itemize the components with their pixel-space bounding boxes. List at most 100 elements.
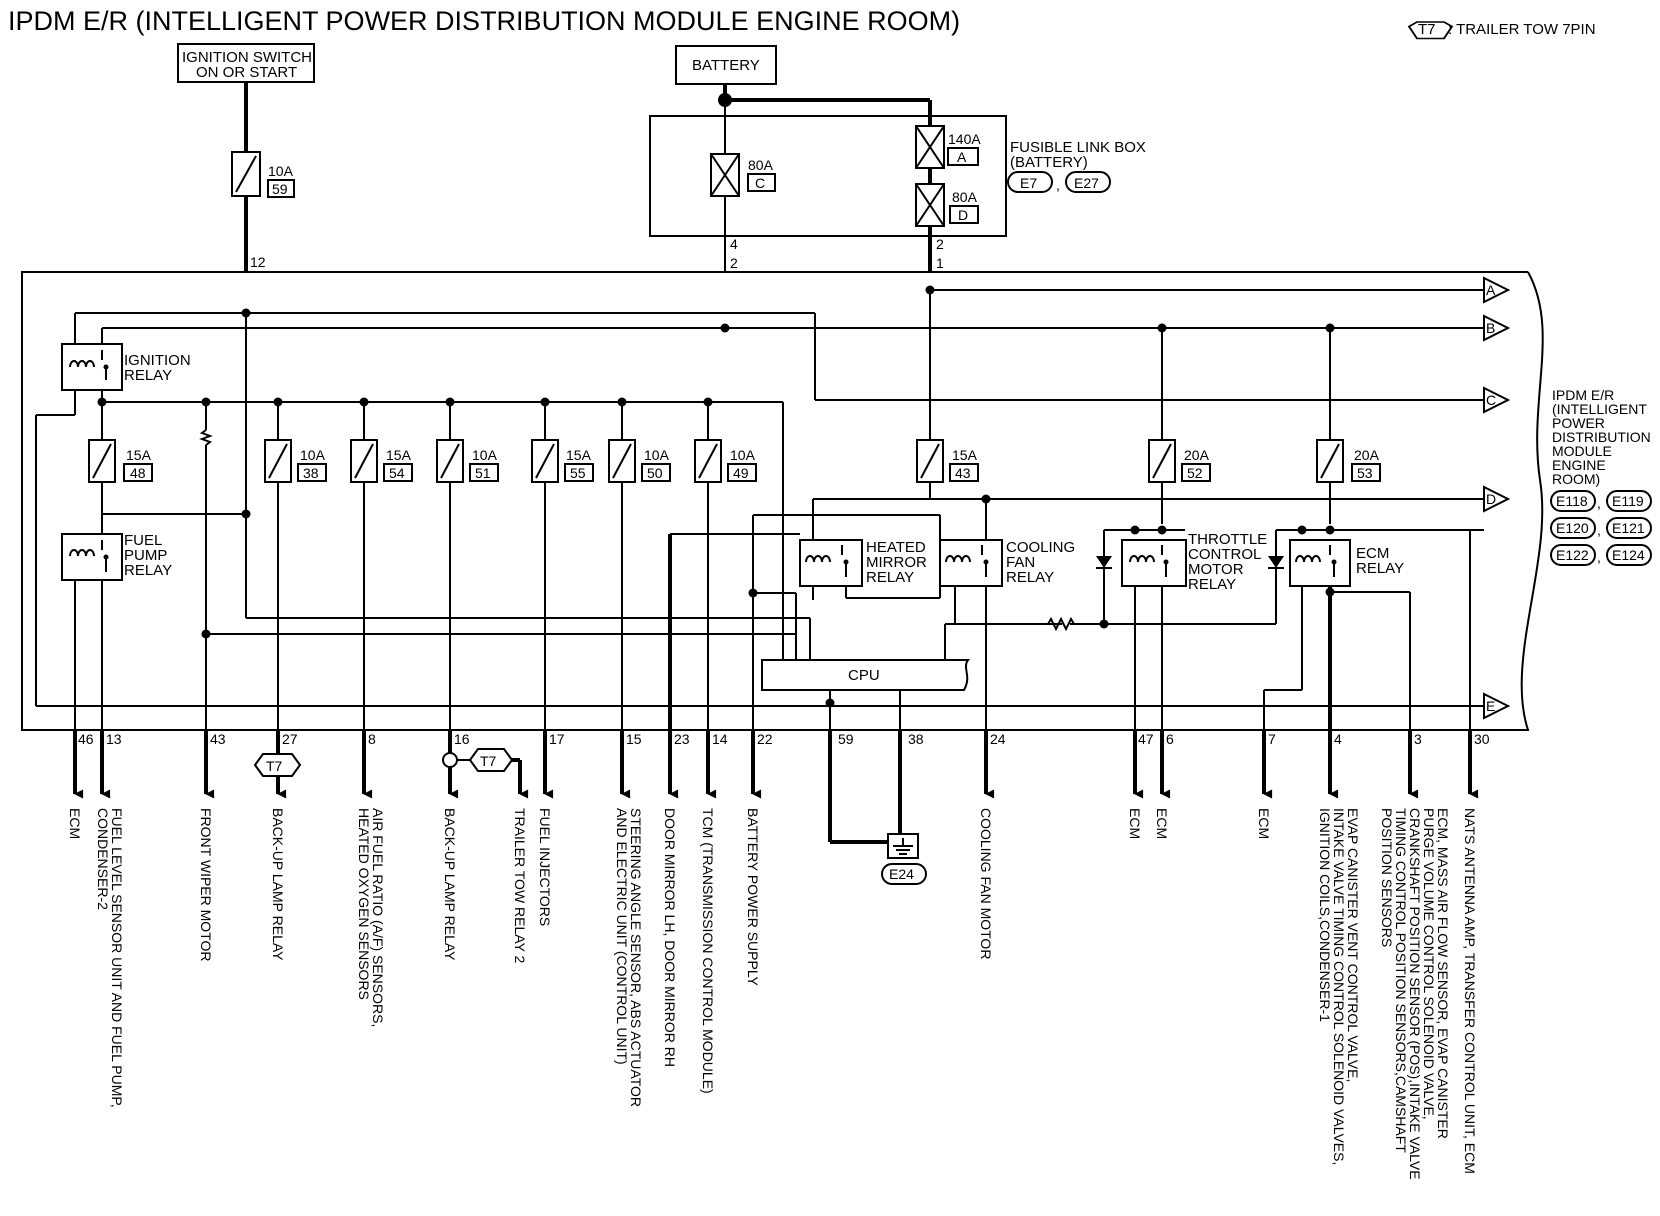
- svg-text:IGNITION COILS,CONDENSER-1: IGNITION COILS,CONDENSER-1: [1317, 808, 1333, 1022]
- svg-text:15A: 15A: [126, 447, 152, 463]
- svg-text:E: E: [1486, 698, 1495, 714]
- svg-text:PUMP: PUMP: [124, 547, 167, 564]
- svg-text:C: C: [755, 175, 765, 191]
- svg-text:48: 48: [130, 465, 146, 481]
- svg-text:23: 23: [674, 731, 690, 747]
- svg-text:49: 49: [733, 465, 749, 481]
- cpu-label: CPU: [848, 667, 880, 684]
- svg-text:22: 22: [757, 731, 773, 747]
- svg-text:FRONT WIPER MOTOR: FRONT WIPER MOTOR: [198, 808, 214, 961]
- ignition-switch-label-1: IGNITION SWITCH: [182, 49, 312, 66]
- svg-text:TIMING CONTROL POSITION SENSOR: TIMING CONTROL POSITION SENSORS,CAMSHAFT: [1393, 808, 1409, 1153]
- svg-text:E118: E118: [1556, 493, 1588, 509]
- svg-text:30: 30: [1474, 731, 1490, 747]
- ignition-relay: [61, 343, 123, 391]
- offpage-d: [1483, 485, 1511, 513]
- svg-text:D: D: [958, 207, 968, 223]
- fuse-48: 15A 48: [88, 402, 153, 534]
- svg-text:RELAY: RELAY: [866, 569, 914, 586]
- svg-text:RELAY: RELAY: [124, 562, 172, 579]
- throttle-control-motor-relay: [1121, 539, 1187, 587]
- svg-text:HEATED OXYGEN SENSORS: HEATED OXYGEN SENSORS: [356, 808, 372, 1000]
- svg-text:(INTELLIGENT: (INTELLIGENT: [1552, 401, 1647, 417]
- ignition-fuse-amp: 10A: [268, 163, 294, 179]
- svg-text:16: 16: [454, 731, 470, 747]
- svg-text:D: D: [1486, 491, 1496, 507]
- fusible-link-box-label-1: FUSIBLE LINK BOX: [1010, 139, 1146, 156]
- svg-text:STEERING ANGLE SENSOR, ABS ACT: STEERING ANGLE SENSOR, ABS ACTUATOR: [628, 808, 644, 1107]
- svg-text:2: 2: [730, 255, 738, 271]
- svg-text:ECM, MASS AIR FLOW SENSOR, EVA: ECM, MASS AIR FLOW SENSOR, EVAP CANISTER: [1435, 808, 1451, 1139]
- svg-text:PURGE VOLUME CONTROL SOLENOID: PURGE VOLUME CONTROL SOLENOID VALVE,: [1421, 808, 1437, 1120]
- svg-text:10A: 10A: [300, 447, 326, 463]
- svg-text:ECM: ECM: [1154, 808, 1170, 839]
- svg-text:RELAY: RELAY: [1006, 569, 1054, 586]
- svg-text:7: 7: [1268, 731, 1276, 747]
- svg-text:A: A: [957, 149, 967, 165]
- svg-text:53: 53: [1357, 465, 1373, 481]
- svg-text:47: 47: [1138, 731, 1154, 747]
- svg-text:55: 55: [570, 465, 586, 481]
- svg-text:3: 3: [1414, 731, 1422, 747]
- svg-text:FUEL LEVEL SENSOR UNIT AND FUE: FUEL LEVEL SENSOR UNIT AND FUEL PUMP,: [109, 808, 125, 1108]
- ipdm-module-label: IPDM E/R (INTELLIGENT POWER DISTRIBUTION…: [1552, 387, 1651, 487]
- svg-text:38: 38: [303, 465, 319, 481]
- svg-text:6: 6: [1166, 731, 1174, 747]
- svg-text:52: 52: [1187, 465, 1203, 481]
- svg-text:2: 2: [936, 236, 944, 252]
- svg-text:80A: 80A: [952, 189, 978, 205]
- heated-mirror-relay: [799, 539, 863, 587]
- fuse-43: 15A 43: [916, 290, 979, 499]
- ipdm-connectors: E118 , E119 E120 , E121 E122 , E124: [1550, 490, 1652, 566]
- svg-text:POWER: POWER: [1552, 415, 1605, 431]
- svg-text:TCM (TRANSMISSION CONTROL MODU: TCM (TRANSMISSION CONTROL MODULE): [700, 808, 716, 1094]
- cooling-fan-relay: [939, 539, 1003, 587]
- svg-text:FUEL INJECTORS: FUEL INJECTORS: [537, 808, 553, 926]
- svg-text:51: 51: [475, 465, 491, 481]
- svg-text:140A: 140A: [948, 131, 981, 147]
- offpage-a: [1483, 276, 1511, 304]
- svg-text:CONDENSER-2: CONDENSER-2: [95, 808, 111, 910]
- destination-labels: ECM FUEL LEVEL SENSOR UNIT AND FUEL PUMP…: [67, 808, 1478, 1180]
- svg-text:ECM: ECM: [1256, 808, 1272, 839]
- svg-text:,: ,: [1056, 177, 1060, 193]
- ipdm-module-outline: [21, 271, 1544, 731]
- svg-text:43: 43: [210, 731, 226, 747]
- svg-text:15: 15: [626, 731, 642, 747]
- fuse-49: 10A 49: [694, 402, 757, 730]
- svg-text:RELAY: RELAY: [1356, 560, 1404, 577]
- svg-text:20A: 20A: [1354, 447, 1380, 463]
- svg-text:ECM: ECM: [67, 808, 83, 839]
- svg-text:MOTOR: MOTOR: [1188, 561, 1244, 578]
- svg-text:27: 27: [282, 731, 298, 747]
- svg-text:E122: E122: [1556, 547, 1589, 563]
- svg-text:15A: 15A: [952, 447, 978, 463]
- svg-text:8: 8: [368, 731, 376, 747]
- svg-text:MODULE: MODULE: [1552, 443, 1612, 459]
- svg-text:ECM: ECM: [1356, 545, 1389, 562]
- offpage-c: [1483, 386, 1511, 414]
- ground-connector-e24: E24: [889, 866, 914, 882]
- svg-text:DOOR MIRROR LH, DOOR MIRROR RH: DOOR MIRROR LH, DOOR MIRROR RH: [662, 808, 678, 1067]
- svg-text:14: 14: [712, 731, 728, 747]
- svg-text:RELAY: RELAY: [1188, 576, 1236, 593]
- svg-text:4: 4: [730, 236, 738, 252]
- battery-label: BATTERY: [692, 57, 760, 74]
- svg-text:IGNITION: IGNITION: [124, 352, 191, 369]
- svg-text:17: 17: [549, 731, 565, 747]
- svg-text:IPDM E/R: IPDM E/R: [1552, 387, 1614, 403]
- svg-text:T7: T7: [266, 758, 283, 774]
- svg-text:CONTROL: CONTROL: [1188, 546, 1261, 563]
- svg-text:,: ,: [1597, 495, 1601, 511]
- svg-text:C: C: [1486, 392, 1496, 408]
- svg-text:BATTERY POWER SUPPLY: BATTERY POWER SUPPLY: [745, 808, 761, 987]
- svg-text:FAN: FAN: [1006, 554, 1035, 571]
- svg-text:E121: E121: [1612, 520, 1645, 536]
- svg-text:50: 50: [647, 465, 663, 481]
- fuel-pump-relay: [61, 533, 123, 581]
- svg-text:INTAKE VALVE TIMING CONTROL SO: INTAKE VALVE TIMING CONTROL SOLENOID VAL…: [1331, 808, 1347, 1165]
- svg-text:THROTTLE: THROTTLE: [1188, 531, 1267, 548]
- fuse-53: 20A 53: [1316, 328, 1381, 524]
